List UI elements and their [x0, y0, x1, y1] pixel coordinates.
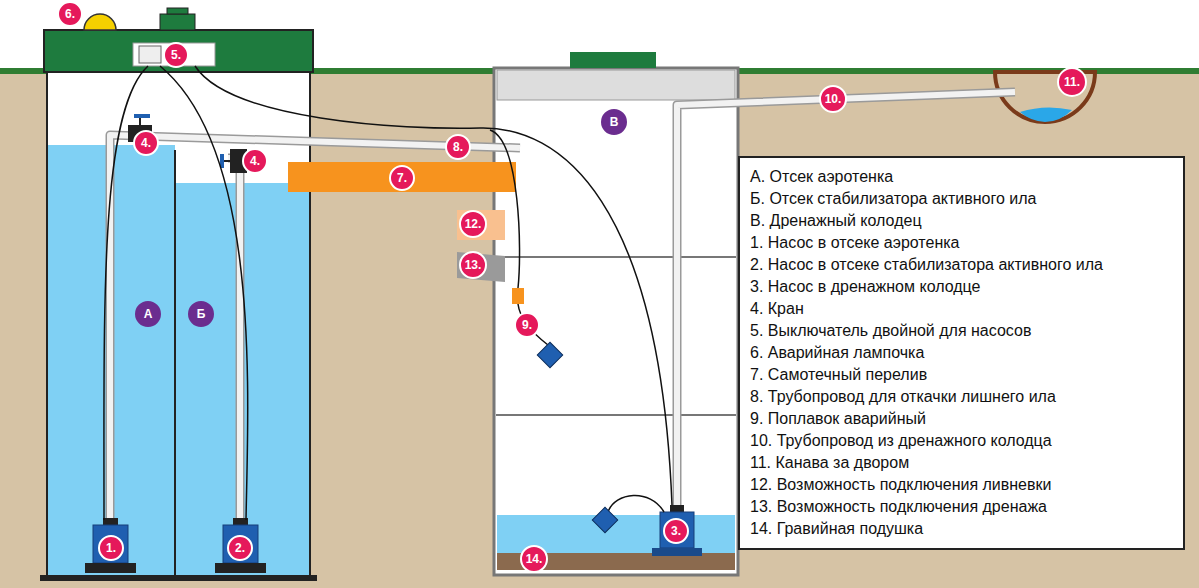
callout-number: 9.	[514, 312, 540, 338]
partition	[174, 150, 176, 575]
valve-handle	[134, 114, 150, 118]
pump	[93, 525, 128, 563]
node-text: 2. Насос в отсеке стабилизатора активног…	[750, 254, 1173, 276]
callout-number: 4.	[133, 130, 159, 156]
node-text: 3. Насос в дренажном колодце	[750, 276, 1173, 298]
node-text: 11.	[1064, 76, 1080, 88]
node-text: 8.	[453, 141, 463, 153]
node-text: 4.	[141, 137, 151, 149]
well-lid	[570, 52, 656, 68]
node-text: А. Отсек аэротенка	[750, 166, 1173, 188]
alarm-lamp	[84, 14, 116, 30]
callout-number: 1.	[98, 535, 124, 561]
node-text: 1. Насос в отсеке аэротенка	[750, 232, 1173, 254]
hatch-cap	[167, 8, 188, 14]
callout-number: 5.	[163, 42, 189, 68]
ditch-water	[1020, 107, 1072, 122]
node-text: 7.	[397, 172, 407, 184]
node-text: 1.	[106, 542, 116, 554]
node-text: А	[144, 308, 153, 320]
drain-inlet	[457, 252, 505, 282]
section-letter: А	[135, 301, 161, 327]
node-text: 10. Трубопровод из дренажного колодца	[750, 430, 1173, 452]
node-text: В	[610, 116, 619, 128]
callout-number: 6.	[57, 1, 83, 27]
node-text: 4. Кран	[750, 298, 1173, 320]
callout-number: 10.	[819, 85, 847, 113]
node-text: 11. Канава за двором	[750, 452, 1173, 474]
node-text: Б. Отсек стабилизатора активного ила	[750, 188, 1173, 210]
callout-number: 11.	[1057, 67, 1087, 97]
node-text: 14.	[526, 553, 543, 565]
pump	[660, 512, 694, 548]
callout-number: 2.	[227, 535, 253, 561]
node-text: 9. Поплавок аварийный	[750, 408, 1173, 430]
callout-number: 13.	[459, 251, 487, 279]
well-ring	[497, 70, 735, 100]
node-text: 6. Аварийная лампочка	[750, 342, 1173, 364]
callout-number: 7.	[389, 165, 415, 191]
switch	[139, 46, 161, 63]
drain-well	[494, 68, 738, 575]
node-text: 14. Гравийная подушка	[750, 518, 1173, 540]
wires	[104, 66, 672, 520]
node-text: В. Дренажный колодец	[750, 210, 1173, 232]
section-letter: Б	[188, 301, 214, 327]
node-text: 13. Возможность подключения дренажа	[750, 496, 1173, 518]
storm-inlet	[457, 210, 505, 240]
pump-float	[592, 507, 617, 532]
float-weight	[512, 288, 524, 304]
node-text: 3.	[671, 525, 681, 537]
callout-number: 12.	[459, 210, 487, 238]
legend-box: А. Отсек аэротенкаБ. Отсек стабилизатора…	[738, 156, 1185, 550]
ditch	[995, 72, 1095, 122]
node-text: 12. Возможность подключения ливневки	[750, 474, 1173, 496]
pump	[223, 525, 258, 563]
node-text: 4.	[250, 155, 260, 167]
node-text: 6.	[65, 8, 75, 20]
node-text: 7. Самотечный перелив	[750, 364, 1173, 386]
callout-number: 14.	[520, 545, 548, 573]
node-text: 5.	[171, 49, 181, 61]
node-text: 12.	[465, 218, 482, 230]
node-text: Б	[197, 308, 206, 320]
tank-lid	[44, 30, 313, 72]
node-text: 5. Выключатель двойной для насосов	[750, 320, 1173, 342]
callout-number: 3.	[663, 518, 689, 544]
node-text: 8. Трубопровод для откачки лишнего ила	[750, 386, 1173, 408]
hatch	[160, 14, 195, 30]
tank-body	[47, 72, 310, 575]
node-text: 10.	[825, 93, 842, 105]
node-text: 13.	[465, 259, 482, 271]
callout-number: 4.	[242, 148, 268, 174]
gravity-overflow	[288, 162, 516, 192]
alarm-float	[537, 342, 562, 367]
tank-base	[40, 575, 317, 581]
section-letter: В	[601, 109, 627, 135]
well-joint	[496, 414, 736, 416]
node-text: 2.	[235, 542, 245, 554]
callout-number: 8.	[445, 134, 471, 160]
node-text: 9.	[522, 319, 532, 331]
well-joint	[496, 256, 736, 258]
